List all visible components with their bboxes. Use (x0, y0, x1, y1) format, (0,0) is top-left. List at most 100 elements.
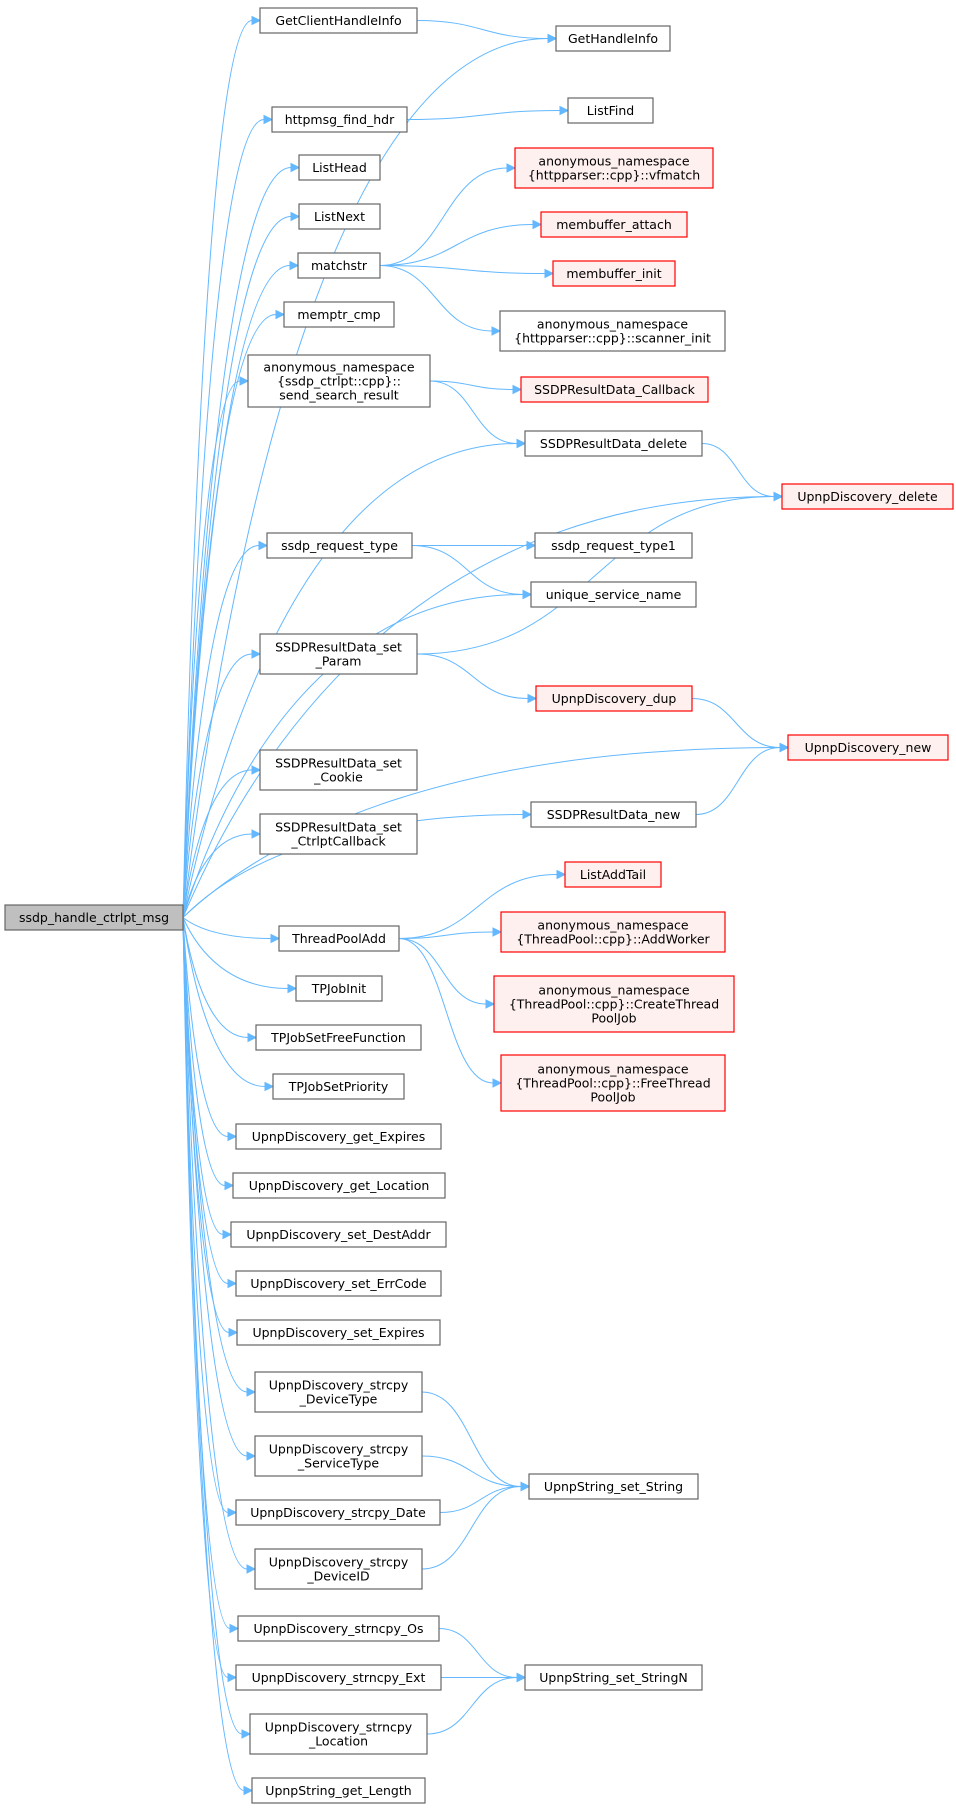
node-ssc[interactable]: SSDPResultData_set_Cookie (259, 749, 418, 791)
node-lh[interactable]: ListHead (298, 154, 381, 181)
node-box[interactable] (237, 1615, 440, 1642)
node-udup[interactable]: UpnpDiscovery_dup (535, 685, 693, 712)
node-box[interactable] (528, 1473, 699, 1500)
node-box[interactable] (259, 633, 418, 675)
node-root[interactable]: ssdp_handle_ctrlpt_msg (4, 904, 184, 931)
node-box[interactable] (254, 1435, 423, 1477)
node-box[interactable] (259, 749, 418, 791)
node-srdel[interactable]: SSDPResultData_delete (524, 430, 703, 457)
edge-root-to-udgl (182, 917, 235, 1191)
node-box[interactable] (295, 975, 383, 1002)
node-udel[interactable]: UpnpDiscovery_delete (781, 483, 954, 510)
node-srt1[interactable]: ssdp_request_type1 (534, 532, 693, 559)
node-box[interactable] (266, 532, 413, 559)
node-udne[interactable]: UpnpDiscovery_strncpy_Ext (235, 1664, 442, 1691)
node-box[interactable] (4, 904, 184, 931)
node-udge[interactable]: UpnpDiscovery_get_Expires (235, 1123, 442, 1150)
node-box[interactable] (259, 813, 418, 855)
node-box[interactable] (552, 260, 676, 287)
node-box[interactable] (236, 1319, 441, 1346)
node-udse[interactable]: UpnpDiscovery_set_ErrCode (235, 1270, 442, 1297)
node-udgl[interactable]: UpnpDiscovery_get_Location (232, 1172, 446, 1199)
node-box[interactable] (259, 7, 418, 34)
node-tpa[interactable]: ThreadPoolAdd (278, 925, 400, 952)
node-aw[interactable]: anonymous_namespace{ThreadPool::cpp}::Ad… (500, 911, 726, 953)
node-ssp[interactable]: SSDPResultData_set_Param (259, 633, 418, 675)
node-box[interactable] (272, 1073, 405, 1100)
node-ftp[interactable]: anonymous_namespace{ThreadPool::cpp}::Fr… (500, 1054, 726, 1112)
node-ssr[interactable]: anonymous_namespace{ssdp_ctrlpt::cpp}::s… (247, 354, 431, 408)
node-vfm[interactable]: anonymous_namespace{httpparser::cpp}::vf… (514, 147, 714, 189)
node-udcdt[interactable]: UpnpDiscovery_strcpy_DeviceType (254, 1371, 423, 1413)
node-udsd[interactable]: UpnpDiscovery_set_DestAddr (230, 1221, 447, 1248)
node-unew[interactable]: UpnpDiscovery_new (787, 734, 949, 761)
node-box[interactable] (247, 354, 431, 408)
node-tjsf[interactable]: TPJobSetFreeFunction (255, 1024, 422, 1051)
node-box[interactable] (500, 911, 726, 953)
node-box[interactable] (535, 685, 693, 712)
node-sci[interactable]: anonymous_namespace{httpparser::cpp}::sc… (499, 310, 726, 352)
node-box[interactable] (514, 147, 714, 189)
node-box[interactable] (235, 1664, 442, 1691)
node-box[interactable] (534, 532, 693, 559)
node-box[interactable] (530, 801, 697, 828)
node-ms[interactable]: matchstr (297, 252, 381, 279)
node-box[interactable] (524, 430, 703, 457)
node-udno[interactable]: UpnpDiscovery_strncpy_Os (237, 1615, 440, 1642)
node-box[interactable] (230, 1221, 447, 1248)
node-box[interactable] (564, 861, 662, 888)
node-udcd[interactable]: UpnpDiscovery_strcpy_Date (235, 1499, 441, 1526)
node-udsx[interactable]: UpnpDiscovery_set_Expires (236, 1319, 441, 1346)
node-box[interactable] (254, 1548, 423, 1590)
edge-hfh-to-lf (406, 105, 570, 120)
node-box[interactable] (254, 1371, 423, 1413)
node-box[interactable] (540, 211, 688, 238)
node-box[interactable] (235, 1123, 442, 1150)
node-box[interactable] (524, 1664, 703, 1691)
node-gchi[interactable]: GetClientHandleInfo (259, 7, 418, 34)
node-ln[interactable]: ListNext (298, 203, 381, 230)
node-lat[interactable]: ListAddTail (564, 861, 662, 888)
node-ugl[interactable]: UpnpString_get_Length (251, 1777, 426, 1804)
node-box[interactable] (493, 975, 735, 1033)
node-box[interactable] (251, 1777, 426, 1804)
node-box[interactable] (278, 925, 400, 952)
node-udcst[interactable]: UpnpDiscovery_strcpy_ServiceType (254, 1435, 423, 1477)
node-box[interactable] (781, 483, 954, 510)
node-srt[interactable]: ssdp_request_type (266, 532, 413, 559)
node-tjsp[interactable]: TPJobSetPriority (272, 1073, 405, 1100)
node-box[interactable] (530, 581, 697, 608)
node-box[interactable] (255, 1024, 422, 1051)
node-sscc[interactable]: SSDPResultData_set_CtrlptCallback (259, 813, 418, 855)
node-ussn[interactable]: UpnpString_set_StringN (524, 1664, 703, 1691)
node-box[interactable] (555, 25, 671, 52)
node-udcdi[interactable]: UpnpDiscovery_strcpy_DeviceID (254, 1548, 423, 1590)
node-box[interactable] (249, 1713, 428, 1755)
node-box[interactable] (297, 252, 381, 279)
node-box[interactable] (235, 1270, 442, 1297)
node-srcb[interactable]: SSDPResultData_Callback (520, 376, 709, 403)
node-box[interactable] (298, 203, 381, 230)
node-box[interactable] (271, 106, 408, 133)
node-box[interactable] (787, 734, 949, 761)
node-ctp[interactable]: anonymous_namespace{ThreadPool::cpp}::Cr… (493, 975, 735, 1033)
node-udnl[interactable]: UpnpDiscovery_strncpy_Location (249, 1713, 428, 1755)
node-mbi[interactable]: membuffer_init (552, 260, 676, 287)
node-box[interactable] (500, 1054, 726, 1112)
node-box[interactable] (567, 97, 654, 124)
node-box[interactable] (235, 1499, 441, 1526)
node-usn[interactable]: unique_service_name (530, 581, 697, 608)
node-uss[interactable]: UpnpString_set_String (528, 1473, 699, 1500)
node-box[interactable] (298, 154, 381, 181)
node-lf[interactable]: ListFind (567, 97, 654, 124)
node-mba[interactable]: membuffer_attach (540, 211, 688, 238)
node-tji[interactable]: TPJobInit (295, 975, 383, 1002)
node-box[interactable] (499, 310, 726, 352)
node-ghi[interactable]: GetHandleInfo (555, 25, 671, 52)
node-srnew[interactable]: SSDPResultData_new (530, 801, 697, 828)
node-box[interactable] (232, 1172, 446, 1199)
node-box[interactable] (283, 301, 395, 328)
node-box[interactable] (520, 376, 709, 403)
node-mpc[interactable]: memptr_cmp (283, 301, 395, 328)
node-hfh[interactable]: httpmsg_find_hdr (271, 106, 408, 133)
